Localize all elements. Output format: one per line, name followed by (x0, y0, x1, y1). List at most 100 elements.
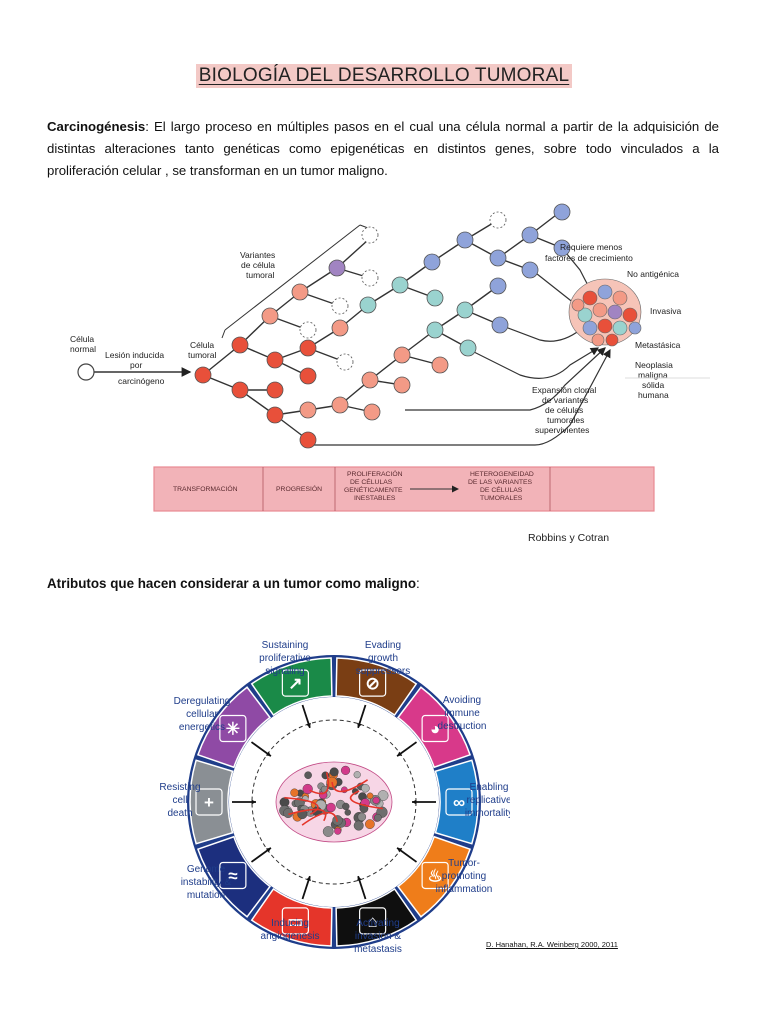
label-deregulating-1: Deregulating (174, 696, 231, 707)
tumor-cell (353, 771, 361, 779)
subheading-bold: Atributos que hacen considerar a un tumo… (47, 576, 417, 591)
cell-icon: ✳ (226, 720, 240, 739)
ghost-icon: ⌂ (367, 912, 377, 931)
tumor-cell (342, 802, 350, 811)
bar-heterogeneidad-2: DE LAS VARIANTES (468, 479, 533, 486)
segment-resisting (189, 759, 234, 845)
hallmarks-citation: D. Hanahan, R.A. Weinberg 2000, 2011 (486, 940, 618, 949)
tumor-cell (372, 796, 380, 804)
tumoral-cell (194, 366, 212, 384)
blood-vessel (284, 796, 319, 815)
label-lesion-3: carcinógeno (118, 376, 165, 386)
label-enabling-3: immortality (465, 808, 510, 819)
tumor-mass (568, 278, 642, 347)
tumor-cell (340, 765, 351, 775)
tumor-cell (326, 802, 336, 813)
segment-deregulating (197, 686, 272, 769)
icon-frame-inducing (281, 907, 309, 935)
tumor-cell (377, 790, 389, 801)
cross-icon: + (204, 793, 214, 812)
icon-frame-evading (359, 669, 387, 697)
label-tumor-promoting-2: promoting (442, 871, 486, 882)
bar-proliferacion-2: DE CÉLULAS (350, 477, 393, 486)
tumor-cell (357, 812, 367, 822)
icon-frame-tumor-promoting (421, 861, 449, 890)
label-activating-3: metastasis (354, 944, 402, 955)
label-sustaining-3: signaling (265, 666, 304, 677)
label-expansion-5: supervivientes (535, 425, 589, 435)
segment-inducing (250, 887, 333, 947)
tumor-cell (290, 788, 299, 797)
stage-bar: TRANSFORMACIÓN PROGRESIÓN PROLIFERACIÓN … (153, 466, 655, 512)
normal-cell (77, 363, 95, 381)
inward-arrowhead (397, 847, 403, 853)
label-celula-tumoral-2: tumoral (188, 350, 216, 360)
intro-term: Carcinogénesis (47, 119, 146, 134)
infinity-icon: ∞ (453, 793, 465, 812)
subheading-rest: : (416, 576, 420, 591)
label-avoiding-1: Avoiding (443, 695, 481, 706)
segment-evading (335, 657, 418, 717)
label-neoplasia-4: humana (638, 390, 669, 400)
label-invasiva: Invasiva (650, 306, 681, 316)
tumor-cell (304, 771, 312, 779)
label-requiere-1: Requiere menos (560, 242, 622, 252)
tumor-cell (329, 767, 339, 777)
label-resisting-1: Resisting (159, 782, 200, 793)
tumor-cell (361, 783, 370, 793)
label-activating-1: Activating (356, 918, 399, 929)
tumor-cell (322, 826, 334, 837)
tree-branches (90, 211, 563, 446)
label-inducing-2: angiogenesis (261, 931, 320, 942)
label-no-antigenica: No antigénica (627, 269, 679, 279)
dna-icon: ≈ (228, 866, 237, 885)
section-subheading: Atributos que hacen considerar a un tumo… (47, 576, 420, 591)
bar-heterogeneidad-4: TUMORALES (480, 495, 523, 502)
label-sustaining-2: proliferative (259, 653, 311, 664)
label-sustaining-1: Sustaining (262, 640, 309, 651)
blood-vessel (301, 811, 339, 826)
segment-avoiding (396, 686, 471, 769)
cell-nodes (77, 203, 571, 449)
vessel-icon: ▭ (287, 912, 303, 931)
tumor-cell (353, 820, 364, 831)
label-genome-1: Genome (187, 864, 226, 875)
label-neoplasia-1: Neoplasia (635, 360, 673, 370)
label-deregulating-2: cellular (186, 709, 218, 720)
blood-vessel (331, 779, 369, 793)
bar-transformacion: TRANSFORMACIÓN (173, 484, 238, 493)
inward-arrowhead (357, 722, 362, 728)
tumor-cell (302, 783, 313, 795)
intro-paragraph: Carcinogénesis: El largo proceso en múlt… (47, 116, 719, 182)
label-tumor-promoting-3: inflammation (436, 884, 493, 895)
tumor-cell (334, 827, 342, 835)
icon-frame-sustaining (281, 669, 309, 697)
label-expansion-2: de variantes (542, 395, 588, 405)
hallmarks-wheel-figure: ↗⊘◕∞♨⌂▭≈+✳ Sustaining proliferative sign… (159, 640, 510, 955)
bar-progresion: PROGRESIÓN (276, 484, 322, 493)
icon-frame-deregulating (219, 714, 247, 743)
bar-proliferacion-1: PROLIFERACIÓN (347, 469, 403, 478)
intro-text: : El largo proceso en múltiples pasos en… (47, 119, 719, 178)
label-celula-tumoral-1: Célula (190, 340, 214, 350)
label-celula-normal-1: Célula (70, 334, 94, 344)
label-deregulating-3: energetics (179, 722, 225, 733)
tumor-cell (366, 792, 374, 800)
label-evading-2: growth (368, 653, 398, 664)
bar-proliferacion-4: INESTABLES (354, 495, 396, 502)
icon-frame-genome (219, 861, 247, 890)
label-metastasica: Metastásica (635, 340, 681, 350)
tumor-cell (344, 809, 351, 816)
segment-genome (197, 835, 272, 918)
tumor-cell (374, 813, 382, 822)
label-avoiding-2: immune (444, 708, 480, 719)
segment-sustaining (250, 657, 333, 717)
label-avoiding-3: destruction (438, 721, 487, 732)
label-expansion-1: Expansión clonal (532, 385, 596, 395)
blood-vessel (349, 790, 383, 810)
label-enabling-2: replicative (466, 795, 510, 806)
inward-arrowhead (251, 799, 256, 805)
icon-frame-enabling (445, 788, 473, 816)
bar-heterogeneidad-3: DE CÉLULAS (480, 485, 523, 494)
label-genome-2: instability & (181, 877, 232, 888)
